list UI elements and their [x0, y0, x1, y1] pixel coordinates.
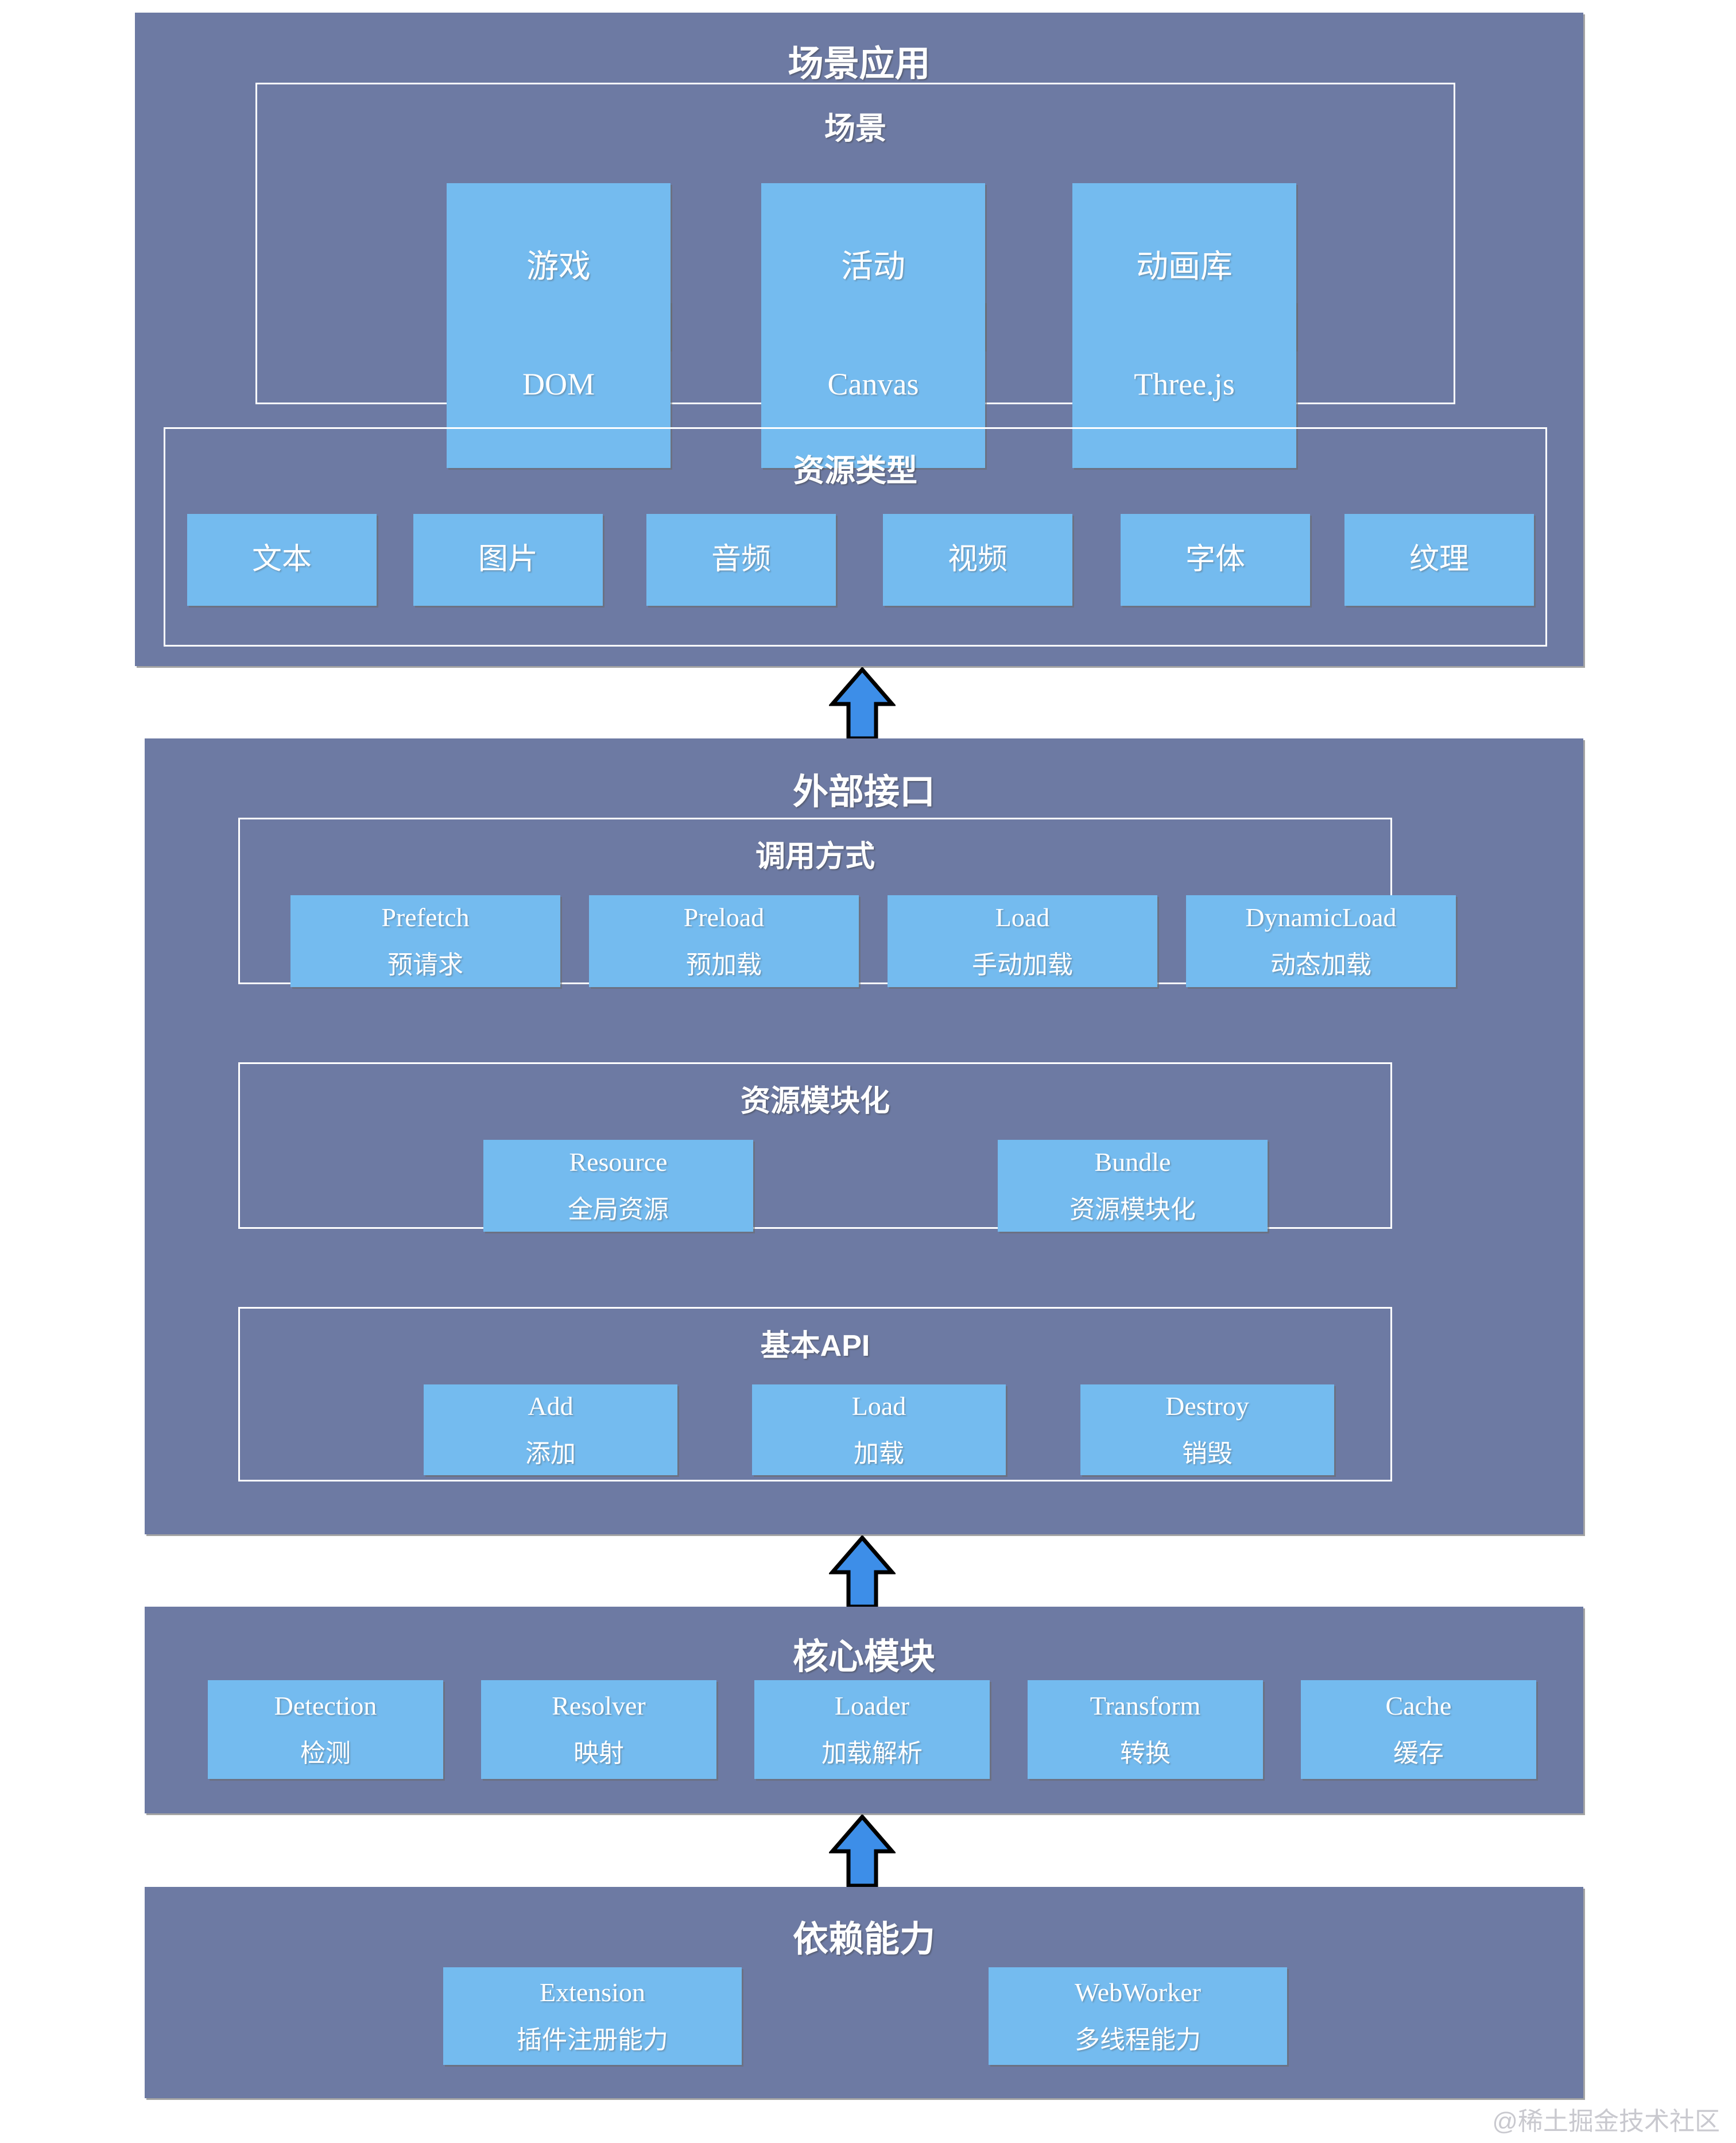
box-dependency-webworker[interactable]: WebWorker 多线程能力 [989, 1967, 1287, 2065]
box-api-add[interactable]: Add 添加 [424, 1384, 677, 1475]
arrow-dependency-to-core [829, 1815, 896, 1888]
box-scene-dom[interactable]: DOM [447, 301, 671, 468]
arrow-external-to-scene [829, 667, 896, 741]
box-label-cn: 视频 [947, 543, 1008, 577]
box-label-cn: 游戏 [526, 248, 591, 285]
layer-scene-application: 场景应用 场景 游戏 活动 动画库 DOM Canvas Three.js [135, 13, 1583, 666]
box-invocation-prefetch[interactable]: Prefetch 预请求 [290, 895, 560, 987]
box-api-destroy[interactable]: Destroy 销毁 [1080, 1384, 1334, 1475]
box-core-cache[interactable]: Cache 缓存 [1301, 1680, 1536, 1779]
box-label-en: WebWorker [1075, 1977, 1201, 2007]
box-label-en: Resolver [552, 1691, 646, 1720]
watermark: @稀土掘金技术社区 [1492, 2107, 1720, 2136]
layer-external-interface: 外部接口 调用方式 Prefetch 预请求 Preload 预加载 Load … [145, 738, 1583, 1534]
box-label-cn: 纹理 [1409, 543, 1469, 577]
group-title-resource-type: 资源类型 [793, 454, 917, 488]
group-scene: 场景 游戏 活动 动画库 DOM Canvas Three.js [255, 83, 1455, 468]
box-label-cn: 添加 [525, 1440, 576, 1468]
box-label-en: Three.js [1134, 367, 1235, 402]
box-label-en: Add [528, 1391, 574, 1421]
box-label-cn: 缓存 [1393, 1739, 1444, 1768]
box-invocation-load[interactable]: Load 手动加载 [888, 895, 1157, 987]
box-label-cn: 资源模块化 [1070, 1196, 1196, 1224]
group-title-invocation-method: 调用方式 [755, 840, 875, 873]
box-label-cn: 预请求 [388, 951, 463, 980]
box-label-cn: 销毁 [1182, 1440, 1233, 1468]
box-label-cn: 全局资源 [568, 1196, 669, 1224]
box-label-cn: 预加载 [686, 951, 762, 980]
box-label-cn: 加载 [854, 1440, 904, 1468]
layer-title-scene-application: 场景应用 [788, 44, 931, 84]
box-label-en: Preload [683, 902, 765, 932]
box-core-resolver[interactable]: Resolver 映射 [481, 1680, 716, 1779]
group-title-basic-api: 基本API [760, 1329, 870, 1363]
box-dependency-extension[interactable]: Extension 插件注册能力 [443, 1967, 742, 2065]
box-label-en: Extension [540, 1977, 645, 2007]
group-title-resource-modularization: 资源模块化 [740, 1085, 890, 1118]
box-scene-canvas[interactable]: Canvas [761, 301, 985, 468]
box-label-cn: 转换 [1120, 1739, 1171, 1768]
box-label-en: Resource [569, 1147, 668, 1177]
box-core-detection[interactable]: Detection 检测 [208, 1680, 443, 1779]
box-label-cn: 映射 [574, 1739, 624, 1768]
box-label-en: Transform [1090, 1691, 1201, 1720]
box-label-cn: 文本 [251, 543, 312, 577]
group-basic-api: 基本API Add 添加 Load 加载 Destroy 销毁 [238, 1307, 1392, 1481]
arrow-core-to-external [829, 1535, 896, 1609]
group-title-scene: 场景 [824, 111, 886, 146]
box-label-en: Detection [274, 1691, 377, 1720]
box-invocation-dynamicload[interactable]: DynamicLoad 动态加载 [1186, 895, 1456, 987]
box-label-en: DOM [522, 367, 595, 402]
box-resource-image[interactable]: 图片 [413, 514, 603, 606]
layer-core-module: 核心模块 Detection 检测 Resolver 映射 Loader 加载解… [145, 1607, 1583, 1813]
box-resource-font[interactable]: 字体 [1121, 514, 1310, 606]
box-api-load[interactable]: Load 加载 [752, 1384, 1006, 1475]
box-label-cn: 插件注册能力 [517, 2026, 668, 2055]
group-invocation-method: 调用方式 Prefetch 预请求 Preload 预加载 Load 手动加载 … [238, 818, 1456, 987]
box-label-cn: 检测 [300, 1739, 351, 1768]
box-core-transform[interactable]: Transform 转换 [1028, 1680, 1263, 1779]
box-label-cn: 动态加载 [1270, 951, 1371, 980]
box-module-resource[interactable]: Resource 全局资源 [483, 1140, 753, 1232]
box-label-en: Bundle [1094, 1147, 1171, 1177]
box-label-cn: 图片 [478, 543, 538, 577]
box-resource-texture[interactable]: 纹理 [1344, 514, 1534, 606]
layer-dependency-capability: 依赖能力 Extension 插件注册能力 WebWorker 多线程能力 [145, 1887, 1583, 2098]
box-label-cn: 音频 [711, 543, 771, 577]
box-module-bundle[interactable]: Bundle 资源模块化 [998, 1140, 1268, 1232]
box-scene-threejs[interactable]: Three.js [1072, 301, 1296, 468]
box-label-en: Loader [834, 1691, 910, 1720]
box-label-cn: 手动加载 [972, 951, 1073, 980]
box-label-en: DynamicLoad [1245, 902, 1397, 932]
box-label-en: Load [851, 1391, 906, 1421]
box-label-en: Destroy [1165, 1391, 1249, 1421]
group-resource-type: 资源类型 文本 图片 音频 视频 字体 纹理 [164, 427, 1547, 647]
box-label-cn: 活动 [841, 248, 905, 285]
box-resource-text[interactable]: 文本 [187, 514, 377, 606]
box-label-cn: 动画库 [1136, 248, 1233, 285]
box-resource-audio[interactable]: 音频 [646, 514, 836, 606]
box-label-en: Load [995, 902, 1050, 932]
layer-title-dependency-capability: 依赖能力 [792, 1920, 935, 1959]
box-label-cn: 加载解析 [822, 1739, 923, 1768]
box-label-en: Cache [1385, 1691, 1452, 1720]
box-label-en: Prefetch [381, 902, 470, 932]
box-invocation-preload[interactable]: Preload 预加载 [589, 895, 859, 987]
box-resource-video[interactable]: 视频 [883, 514, 1072, 606]
layer-title-external-interface: 外部接口 [792, 772, 935, 812]
box-label-cn: 多线程能力 [1075, 2026, 1201, 2055]
group-resource-modularization: 资源模块化 Resource 全局资源 Bundle 资源模块化 [238, 1062, 1392, 1232]
box-label-en: Canvas [827, 367, 919, 402]
box-label-cn: 字体 [1185, 543, 1245, 577]
layer-title-core-module: 核心模块 [792, 1637, 935, 1677]
box-core-loader[interactable]: Loader 加载解析 [754, 1680, 990, 1779]
